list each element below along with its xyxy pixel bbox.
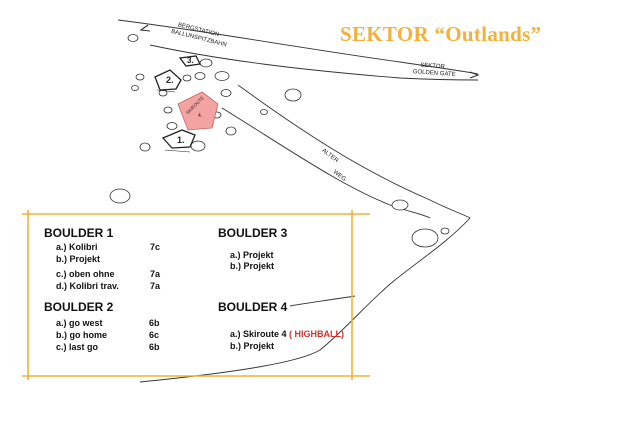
map-label-weg: WEG	[332, 169, 347, 183]
top-road	[117, 19, 479, 81]
legend-frame	[22, 210, 370, 380]
boulder-3-marker: 3.	[187, 56, 194, 65]
boulder-2-marker: 2.	[166, 75, 174, 85]
boulder-4-highlight	[177, 91, 219, 131]
ridge-line	[139, 217, 471, 383]
map-label-sektor: SEKTOR	[420, 63, 446, 71]
boulder-hatching	[156, 89, 191, 153]
arrow-to-bergstation-icon	[139, 24, 151, 32]
boulder-1-marker: 1.	[177, 135, 185, 145]
alter-weg-path	[221, 84, 471, 219]
boulder-shapes	[154, 55, 201, 149]
map-label-golden-gate: GOLDEN GATE	[413, 69, 456, 78]
rocks	[109, 34, 450, 248]
page-title: SEKTOR “Outlands”	[340, 22, 542, 46]
arrow-to-golden-gate-icon	[469, 71, 480, 79]
map-label-alter: ALTER	[321, 148, 340, 165]
boulder-4-marker: 4.	[198, 113, 202, 119]
